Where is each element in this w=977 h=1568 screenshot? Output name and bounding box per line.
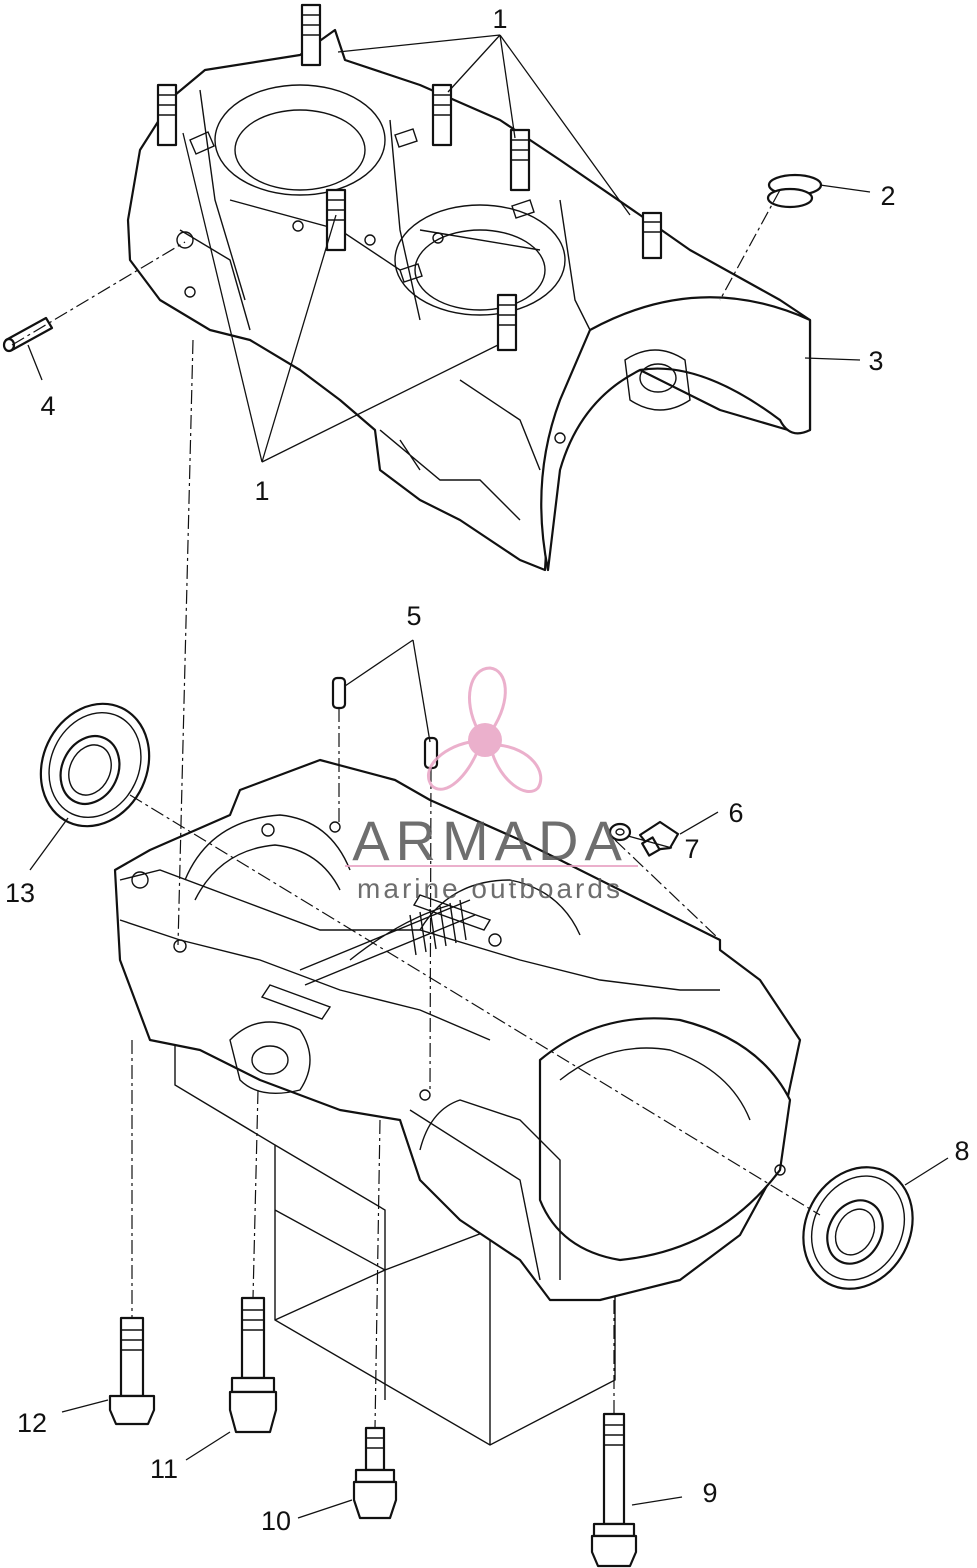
callout-13: 13 — [5, 878, 35, 908]
callout-7: 7 — [684, 834, 699, 864]
callout-5: 5 — [406, 601, 421, 631]
leader-lines — [27, 34, 949, 1519]
callout-9: 9 — [702, 1478, 717, 1508]
propeller-blade-right — [490, 743, 543, 794]
alignment-lines — [11, 189, 821, 1429]
drain-screw-and-washer — [608, 820, 680, 857]
lower-crankcase — [113, 758, 802, 1446]
callout-1-bottom: 1 — [254, 476, 269, 506]
cylinder-studs — [156, 3, 663, 352]
watermark-brand: ARMADA — [352, 809, 628, 872]
callout-6: 6 — [728, 798, 743, 828]
propeller-blade-top — [468, 666, 507, 732]
grommet — [766, 173, 823, 209]
oil-seal-left — [39, 702, 151, 828]
propeller-blade-left — [427, 740, 480, 791]
callout-2: 2 — [880, 181, 895, 211]
callout-11: 11 — [150, 1454, 178, 1484]
propeller-hub — [468, 723, 502, 757]
callout-10: 10 — [261, 1506, 291, 1536]
callout-labels: 1 1 2 3 4 5 6 7 8 9 10 11 12 13 — [5, 4, 970, 1536]
armada-watermark: ARMADA marine outboards — [345, 666, 638, 904]
callout-8: 8 — [954, 1136, 969, 1166]
callout-1-top: 1 — [492, 4, 507, 34]
callout-3: 3 — [868, 346, 883, 376]
watermark-tagline: marine outboards — [357, 873, 623, 904]
callout-4: 4 — [40, 391, 55, 421]
crankcase-bolts — [108, 1296, 638, 1568]
callout-12: 12 — [17, 1408, 47, 1438]
oil-seal-right — [802, 1166, 914, 1290]
propeller-logo — [427, 666, 543, 794]
upper-crankcase — [126, 28, 812, 572]
